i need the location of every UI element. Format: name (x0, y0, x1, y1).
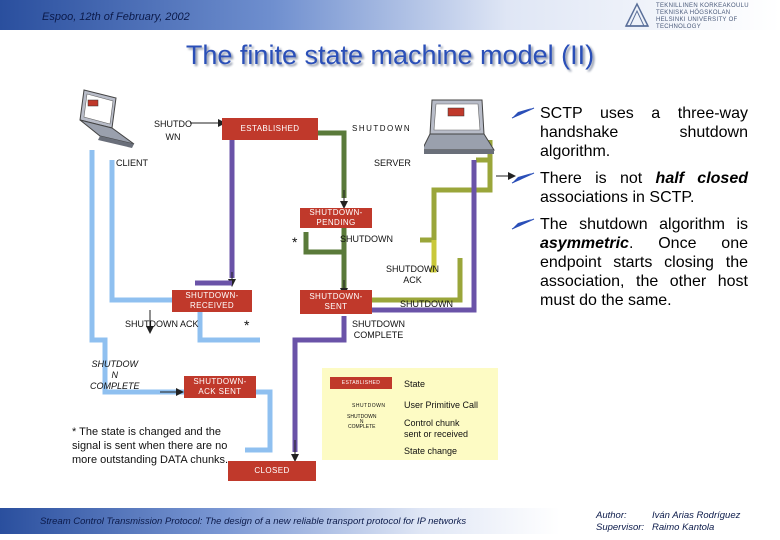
header-bar (0, 0, 780, 30)
bullet-item: There is not half closed associations in… (508, 169, 748, 207)
flow-line-server (420, 160, 493, 243)
label-line: COMPLETE (347, 424, 376, 430)
author-name: Iván Arias Rodríguez (652, 510, 741, 521)
client-laptop-icon (79, 89, 135, 148)
pen-bullet-icon (511, 107, 535, 119)
server-shutdown-call: SHUTDOWN (352, 124, 412, 133)
footnote: * The state is changed and the signal is… (72, 426, 229, 466)
server-laptop-icon (424, 99, 495, 154)
legend-state-label: State (404, 379, 426, 389)
label-line: Control chunk (404, 418, 460, 428)
legend-user-call-sample: SHUTDOWN (352, 403, 386, 409)
label-line: N (359, 419, 364, 425)
university-name-line: TEKNISKA HÖGSKOLAN (656, 10, 731, 16)
flow-line-pending (318, 130, 347, 198)
state-closed: CLOSED (228, 461, 316, 481)
legend-state-change-label: State change (404, 446, 458, 456)
state-shutdown-pending: SHUTDOWN- PENDING (300, 208, 372, 228)
flow-line-ack (430, 240, 437, 273)
server-label: SERVER (374, 158, 411, 168)
legend-chunk-sample: SHUTDOWN N COMPLETE (347, 415, 376, 430)
state-label-line: SHUTDOWN- (185, 291, 239, 300)
event-shutdown-ack-left: SHUTDOWN ACK (125, 319, 199, 329)
label-line: SHUTDO (154, 119, 192, 129)
state-label-line: SHUTDOWN- (309, 292, 363, 301)
state-label-line: PENDING (316, 218, 356, 227)
bullet-item: The shutdown algorithm is asymmetric. On… (508, 215, 748, 310)
star-marker: * (292, 234, 298, 250)
state-shutdown-received: SHUTDOWN- RECEIVED (172, 290, 252, 312)
label-line: COMPLETE (353, 330, 404, 340)
supervisor-label: Supervisor: (596, 522, 645, 533)
state-label-line: SHUTDOWN- (193, 377, 247, 386)
state-closed-label: CLOSED (254, 466, 290, 475)
footer-title: Stream Control Transmission Protocol: Th… (40, 516, 467, 527)
state-shutdown-sent: SHUTDOWN- SENT (300, 290, 372, 314)
state-label-line: RECEIVED (189, 301, 235, 310)
bullet-emphasis: half closed (655, 170, 748, 187)
event-shutdown-complete-left: SHUTDOW N COMPLETE (90, 359, 140, 392)
university-name-line: HELSINKI UNIVERSITY OF TECHNOLOGY (656, 17, 738, 30)
label-line: SHUTDOWN (386, 264, 439, 274)
client-shutdown-call: SHUTDO WN (154, 118, 192, 144)
event-shutdown-complete-right: SHUTDOWN COMPLETE (352, 319, 405, 341)
label-line: WN (165, 132, 181, 142)
header-date: Espoo, 12th of February, 2002 (42, 11, 190, 23)
state-shutdown-ack-sent: SHUTDOWN- ACK SENT (184, 376, 256, 398)
supervisor-name: Raimo Kantola (652, 522, 715, 533)
footer-bar (0, 508, 560, 534)
event-shutdown-ack-right: SHUTDOWN ACK (386, 264, 439, 286)
legend-chunk-label: Control chunk sent or received (404, 418, 468, 440)
flow-line-complete (372, 160, 477, 313)
university-name: TEKNILLINEN KORKEAKOULU TEKNISKA HÖGSKOL… (656, 3, 780, 31)
label-line: SHUTDOWN (347, 414, 377, 420)
pen-bullet-icon (511, 172, 535, 184)
label-line: N (111, 370, 119, 380)
label-line: COMPLETE (90, 381, 140, 391)
state-label-line: SHUTDOWN- (309, 208, 363, 217)
event-shutdown-mid: SHUTDOWN (340, 234, 393, 244)
label-line: SHUTDOWN (352, 319, 405, 329)
footer-author-line: Author: Iván Arias Rodríguez (596, 510, 740, 522)
star-marker: * (244, 317, 250, 333)
flow-line-client (109, 160, 185, 303)
client-label: CLIENT (116, 158, 149, 168)
state-label-line: SENT (324, 302, 348, 311)
bullet-text: The shutdown algorithm is (540, 216, 748, 233)
state-label-line: ACK SENT (198, 387, 242, 396)
bullet-item: SCTP uses a three-way handshake shutdown… (508, 104, 748, 161)
footer-supervisor-line: Supervisor: Raimo Kantola (596, 522, 740, 534)
legend-state-swatch: ESTABLISHED (330, 377, 392, 389)
event-shutdown-right: SHUTDOWN (400, 299, 453, 309)
state-established-label: ESTABLISHED (240, 124, 300, 133)
label-line: sent or received (404, 429, 469, 439)
slide-title: The finite state machine model (II) (185, 40, 595, 70)
bullet-text: There is not (540, 170, 656, 187)
bullet-emphasis: asymmetric (540, 235, 629, 252)
flow-line-pending-down (303, 228, 347, 255)
university-name-line: TEKNILLINEN KORKEAKOULU (656, 3, 749, 9)
label-line: SHUTDOW (91, 359, 139, 369)
footer-author-block: Author: Iván Arias Rodríguez Supervisor: R… (596, 510, 740, 534)
bullet-text: SCTP uses a three-way handshake shutdown… (540, 105, 748, 160)
bullet-list: SCTP uses a three-way handshake shutdown… (508, 104, 748, 318)
bullet-text: . Once one endpoint starts closing the a… (540, 235, 748, 309)
author-label: Author: (596, 510, 627, 521)
bullet-text: associations in SCTP. (540, 189, 695, 206)
legend-user-call-label: User Primitive Call (404, 400, 479, 410)
state-established: ESTABLISHED (222, 118, 318, 140)
legend-state-swatch-label: ESTABLISHED (341, 380, 381, 386)
label-line: ACK (403, 275, 422, 285)
pen-bullet-icon (511, 218, 535, 230)
university-logo-icon (624, 2, 650, 27)
